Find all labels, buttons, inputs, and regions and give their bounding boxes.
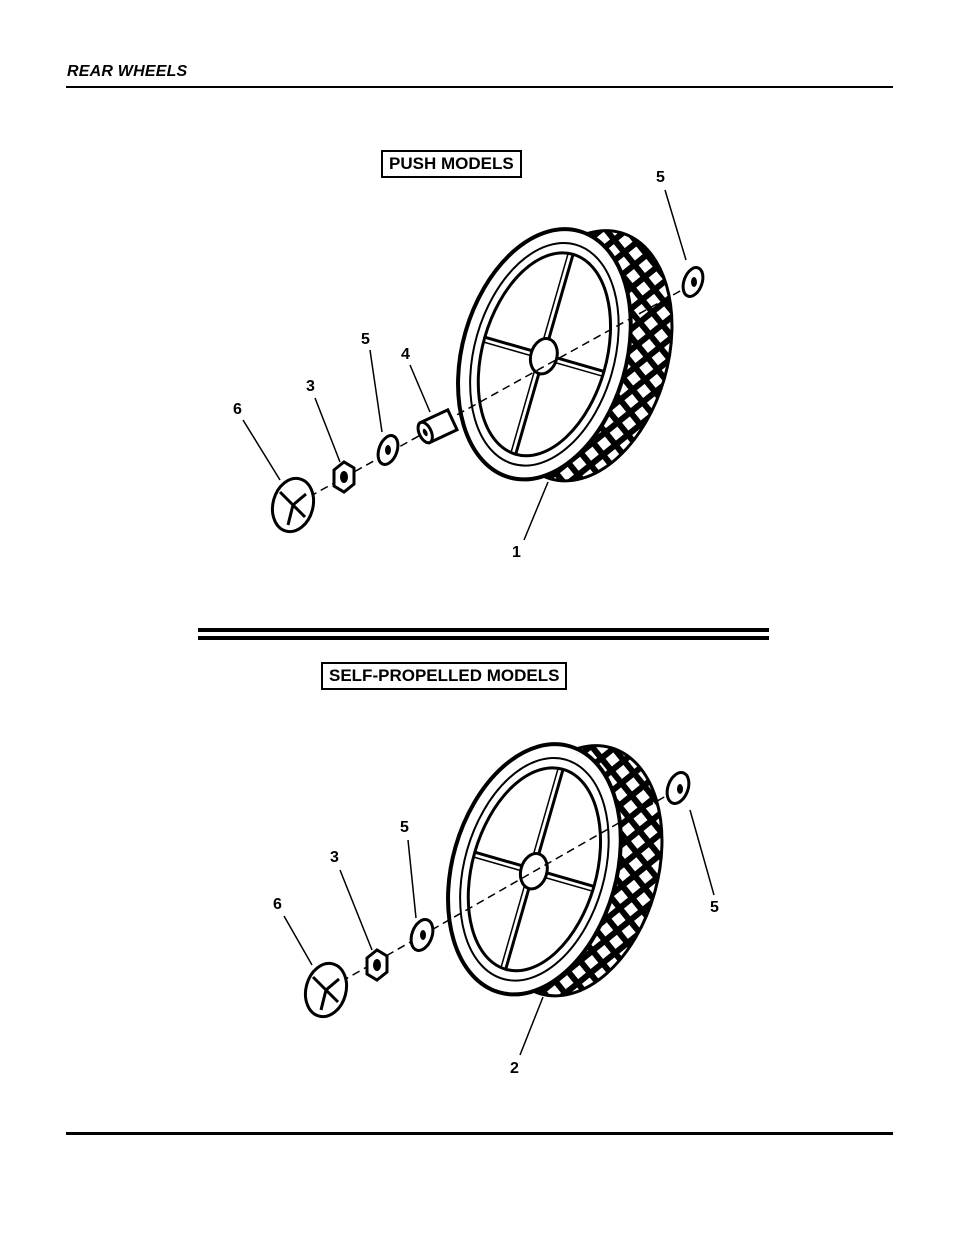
wheel-tread [446,742,664,998]
bushing [416,407,460,445]
callout-bushing: 4 [401,346,410,363]
section-divider-bottom [198,636,769,640]
callout-nut: 3 [306,378,315,395]
hub-cap [303,961,349,1019]
callout-washer-left: 5 [400,819,409,836]
washer-left [409,918,435,952]
callout-washer-left: 5 [361,331,370,348]
washer-left [376,434,400,466]
washer-right [665,771,691,805]
self-propelled-wheel-assembly [283,742,715,1056]
section-label-self-propelled-models: SELF-PROPELLED MODELS [321,662,568,690]
footer-rule [66,1132,893,1135]
callout-hub-cap: 6 [273,896,282,913]
wheel-tread [456,227,674,483]
section-label-push-models: PUSH MODELS [381,150,522,178]
callout-washer-right: 5 [710,899,719,916]
push-wheel-assembly [242,189,705,541]
hub-cap [270,476,316,534]
section-divider-top [198,628,769,632]
callout-washer-right: 5 [656,169,665,186]
nut [365,948,389,982]
washer-right [681,266,705,298]
callout-nut: 3 [330,849,339,866]
callout-wheel: 1 [512,544,521,561]
page-title: REAR WHEELS [67,63,188,80]
header-rule [66,86,893,88]
nut [332,460,356,494]
callout-hub-cap: 6 [233,401,242,418]
callout-wheel: 2 [510,1060,519,1077]
